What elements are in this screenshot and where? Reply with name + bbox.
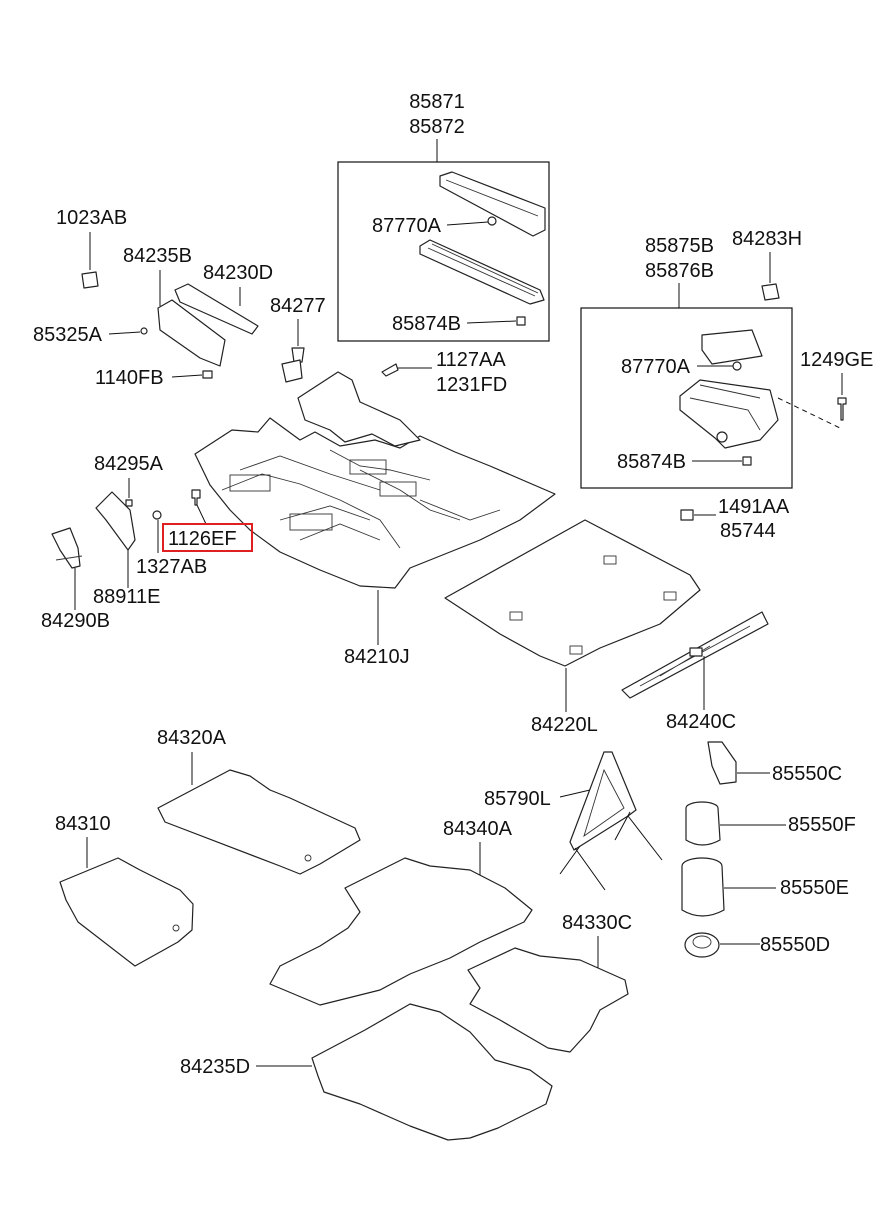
highlight-1126ef [162, 523, 253, 552]
scuff-plate-cover [701, 329, 763, 365]
cap-85550f [685, 807, 721, 846]
label-1023ab[interactable]: 1023AB [56, 207, 127, 229]
luggage-floor-84220l: 84220L [444, 519, 701, 736]
bolt-1127aa [381, 363, 399, 377]
clip-85874b-top [516, 316, 526, 326]
label-87770a-top[interactable]: 87770A [372, 215, 442, 237]
rear-floor-front [297, 371, 421, 447]
clip-1491aa-group: 1491AA 85744 [680, 496, 790, 542]
label-85550d[interactable]: 85550D [760, 934, 830, 956]
label-1249ge[interactable]: 1249GE [800, 349, 873, 371]
label-85876b[interactable]: 85876B [645, 260, 714, 282]
label-84310[interactable]: 84310 [55, 813, 111, 835]
label-84340a[interactable]: 84340A [443, 818, 513, 840]
floor-mats: 84320A 84310 84340A 84330C 84235D [55, 727, 632, 1141]
mat-84330c [467, 947, 629, 1053]
nut-1327ab [152, 510, 162, 520]
label-84230d[interactable]: 84230D [203, 262, 273, 284]
label-85744[interactable]: 85744 [720, 520, 776, 542]
clip-87770a-right [732, 361, 742, 371]
label-1126ef[interactable]: 1126EF [168, 528, 237, 550]
luggage-floor-outline [444, 519, 701, 667]
label-84295a[interactable]: 84295A [94, 453, 164, 475]
label-1327ab[interactable]: 1327AB [136, 556, 207, 578]
label-1127aa[interactable]: 1127AA [436, 349, 506, 371]
label-84283h[interactable]: 84283H [732, 228, 802, 250]
label-1231fd[interactable]: 1231FD [436, 374, 507, 396]
label-1491aa[interactable]: 1491AA [718, 496, 790, 518]
label-84277[interactable]: 84277 [270, 295, 326, 317]
sill-plate-upper [439, 171, 546, 237]
bracket-88911e [95, 491, 136, 551]
label-85550f[interactable]: 85550F [788, 814, 856, 836]
clip-84277 [281, 359, 303, 383]
floor-panel-outline [194, 417, 556, 589]
side-bracket-group: 84295A 88911E 84290B 1327AB 1126EF [41, 453, 253, 632]
label-88911e[interactable]: 88911E [93, 586, 160, 608]
label-84220l[interactable]: 84220L [531, 714, 598, 736]
nut-85550d [684, 932, 720, 958]
label-85790l[interactable]: 85790L [484, 788, 551, 810]
label-85325a[interactable]: 85325A [33, 324, 103, 346]
mat-84340a [269, 857, 533, 1006]
floor-panel-84210j: 84210J [194, 371, 556, 668]
trim-84240c: 84240C [621, 611, 769, 733]
jack-parts-85550: 85550C 85550F 85550E 85550D [681, 741, 856, 958]
warning-triangle-85790l: 85790L [484, 751, 663, 891]
sill-plate-box-top: 85871 85872 87770A 85874B [337, 91, 550, 342]
holder-85550e [681, 865, 725, 917]
bracket-84230d [174, 283, 259, 335]
label-87770a-right[interactable]: 87770A [621, 356, 691, 378]
label-85874b-right[interactable]: 85874B [617, 451, 686, 473]
label-85550c[interactable]: 85550C [772, 763, 842, 785]
label-84240c[interactable]: 84240C [666, 711, 736, 733]
label-85875b[interactable]: 85875B [645, 235, 714, 257]
clip-87770a-top [487, 216, 497, 226]
scuff-plate-bracket [679, 379, 779, 449]
bracket-85550c [707, 741, 737, 785]
left-bracket-group: 1023AB 84235B 84230D 85325A 1140FB 84277… [33, 207, 507, 396]
label-85872[interactable]: 85872 [409, 116, 465, 138]
label-85871[interactable]: 85871 [409, 91, 465, 113]
label-85550e[interactable]: 85550E [780, 877, 849, 899]
screw-1249ge [837, 397, 847, 421]
bracket-84290b [51, 527, 81, 569]
mat-84235d [311, 1003, 553, 1141]
label-84320a[interactable]: 84320A [157, 727, 227, 749]
label-84235b[interactable]: 84235B [123, 245, 192, 267]
label-1140fb[interactable]: 1140FB [95, 367, 164, 389]
bracket-84235b [157, 299, 226, 367]
mat-84320a [157, 769, 361, 875]
clip-1491aa [680, 509, 694, 521]
mat-84310 [59, 857, 194, 967]
label-84290b[interactable]: 84290B [41, 610, 110, 632]
cap-84283h [761, 283, 780, 301]
label-84235d[interactable]: 84235D [180, 1056, 250, 1078]
scuff-plate-box-right: 85875B 85876B 84283H 87770A 85874B 1249G… [580, 228, 873, 489]
nut-1023ab [81, 271, 99, 289]
label-84330c[interactable]: 84330C [562, 912, 632, 934]
bolt-1126ef [191, 489, 201, 506]
triangle-frame [569, 751, 637, 851]
label-84210j[interactable]: 84210J [344, 646, 410, 668]
label-85874b-top[interactable]: 85874B [392, 313, 461, 335]
